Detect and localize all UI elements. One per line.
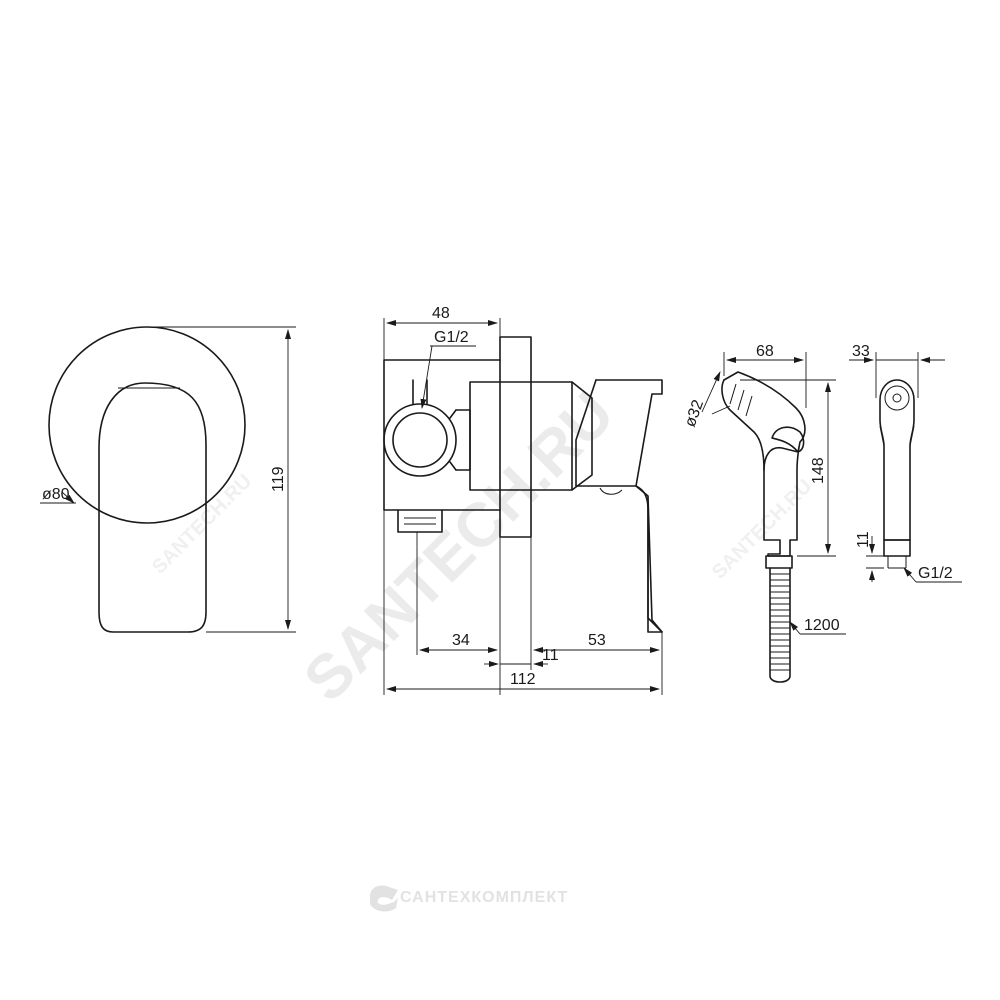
dim-g12-pointer (420, 345, 433, 409)
lever-notch (599, 487, 623, 495)
handle-front (98, 382, 207, 633)
shower-front-view: 33 11 G1/2 (849, 343, 962, 583)
lever-tip (635, 485, 663, 633)
shower-trigger (771, 426, 805, 453)
shower-head-body (721, 379, 765, 471)
watermark-side-right: SANTECH.RU (708, 475, 816, 583)
hose (769, 567, 791, 683)
dim-148-label: 148 (810, 457, 827, 484)
footer-watermark: САНТЕХКОМПЛЕКТ (370, 885, 568, 912)
dim-48-label: 48 (432, 305, 450, 322)
dim-119-label: 119 (270, 466, 287, 492)
dim-ø32-line-b (711, 405, 731, 415)
shower-front-sides (879, 425, 915, 447)
shower-front-nozzle (892, 393, 902, 403)
bottom-thread (397, 509, 443, 533)
shower-thread (765, 555, 793, 569)
wall-plate (499, 336, 532, 538)
footer-watermark-text: САНТЕХКОМПЛЕКТ (400, 889, 568, 906)
front-view: ø80 119 (40, 326, 296, 633)
dim-11b-label: 11 (855, 531, 872, 548)
footer-logo-icon (370, 885, 398, 912)
shower-front-thread-ribs (887, 556, 907, 569)
watermark-side-left: SANTECH.RU (148, 470, 256, 578)
dim-34-label: 34 (452, 632, 470, 649)
shower-side-view: 68 ø32 148 1200 (682, 343, 846, 683)
dim-1200-label: 1200 (804, 617, 840, 634)
hose-ribs (770, 573, 790, 671)
dim-g12-label: G1/2 (434, 329, 469, 346)
dim-ø80-pointer (61, 491, 75, 504)
lever-outline (575, 379, 637, 487)
dim-1200-pointer (789, 621, 801, 635)
body-taper (571, 381, 593, 491)
dim-ø80-label: ø80 (42, 486, 70, 503)
shower-head-ridge (729, 383, 753, 417)
side-view: 48 G1/2 34 11 53 112 (383, 305, 663, 695)
shower-head-side (723, 371, 806, 557)
dim-33-label: 33 (852, 343, 870, 360)
body-connector-nut (449, 409, 457, 471)
rosette-circle (48, 326, 246, 524)
dim-ø32-label: ø32 (682, 398, 707, 430)
inlet-outer (383, 403, 457, 477)
inlet-inner (392, 412, 448, 468)
dim-112-label: 112 (510, 671, 536, 688)
dim-68-label: 68 (756, 343, 774, 360)
shower-front-thread (883, 539, 911, 557)
dim-g12b-pointer (903, 567, 917, 583)
body-connector (455, 409, 471, 471)
dim-53-label: 53 (588, 632, 606, 649)
dim-ø32-line (701, 371, 721, 413)
bottom-thread-inner (404, 517, 436, 525)
watermark-main: SANTECH.RU (291, 379, 627, 715)
dim-g12b-label: G1/2 (918, 565, 953, 582)
shower-front-nozzle-ring (884, 385, 910, 411)
shower-front-head (879, 379, 915, 541)
